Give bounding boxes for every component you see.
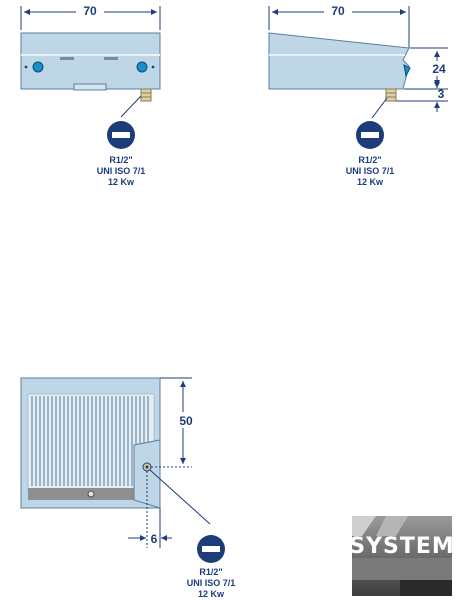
front-slot-left — [60, 57, 74, 60]
top-offset-dim: 6 — [151, 532, 158, 546]
front-width-dim: 70 — [83, 4, 97, 18]
front-conn-label-3: 12 Kw — [108, 177, 135, 187]
side-view: 70 24 3 R1/2" UNI ISO 7/1 12 Kw — [268, 4, 448, 187]
logo-text: SYSTEM — [349, 534, 455, 559]
front-view: 70 R1/2" UNI ISO 7/1 12 Kw — [20, 4, 161, 187]
front-width-label-bg — [76, 4, 104, 18]
front-gas-connector — [140, 88, 152, 102]
front-knob-left-icon — [32, 61, 44, 73]
front-knob-right-icon — [136, 61, 148, 73]
side-foot-dim: 3 — [438, 87, 445, 101]
top-leader — [149, 469, 211, 525]
side-conn-label-2: UNI ISO 7/1 — [346, 166, 395, 176]
front-screw-left — [24, 65, 28, 69]
front-screw-right — [151, 65, 155, 69]
front-body — [20, 54, 161, 90]
top-griddle-ribs — [31, 396, 149, 486]
side-knob-icon — [403, 64, 411, 78]
top-conn-label-2: UNI ISO 7/1 — [187, 578, 236, 588]
side-leader — [371, 97, 388, 119]
side-width-dim: 70 — [331, 4, 345, 18]
top-griddle-plate — [27, 393, 155, 491]
top-view: 50 6 R1/2" UNI ISO 7/1 12 Kw — [20, 377, 236, 599]
front-leader — [120, 95, 142, 118]
top-drain-hole — [87, 490, 95, 498]
front-slot-right — [104, 57, 118, 60]
side-height-dim: 24 — [432, 62, 446, 76]
side-gas-connector — [385, 88, 397, 102]
side-conn-label-1: R1/2" — [358, 155, 381, 165]
front-top-panel — [20, 32, 161, 56]
front-drip-tray — [73, 83, 107, 91]
system-logo: SYSTEM — [349, 516, 455, 596]
side-body — [268, 32, 410, 90]
front-conn-label-2: UNI ISO 7/1 — [97, 166, 146, 176]
top-conn-label-3: 12 Kw — [198, 589, 225, 599]
top-depth-dim: 50 — [179, 414, 193, 428]
front-conn-label-1: R1/2" — [109, 155, 132, 165]
top-control-box — [133, 439, 161, 509]
top-conn-label-1: R1/2" — [199, 567, 222, 577]
side-conn-label-3: 12 Kw — [357, 177, 384, 187]
